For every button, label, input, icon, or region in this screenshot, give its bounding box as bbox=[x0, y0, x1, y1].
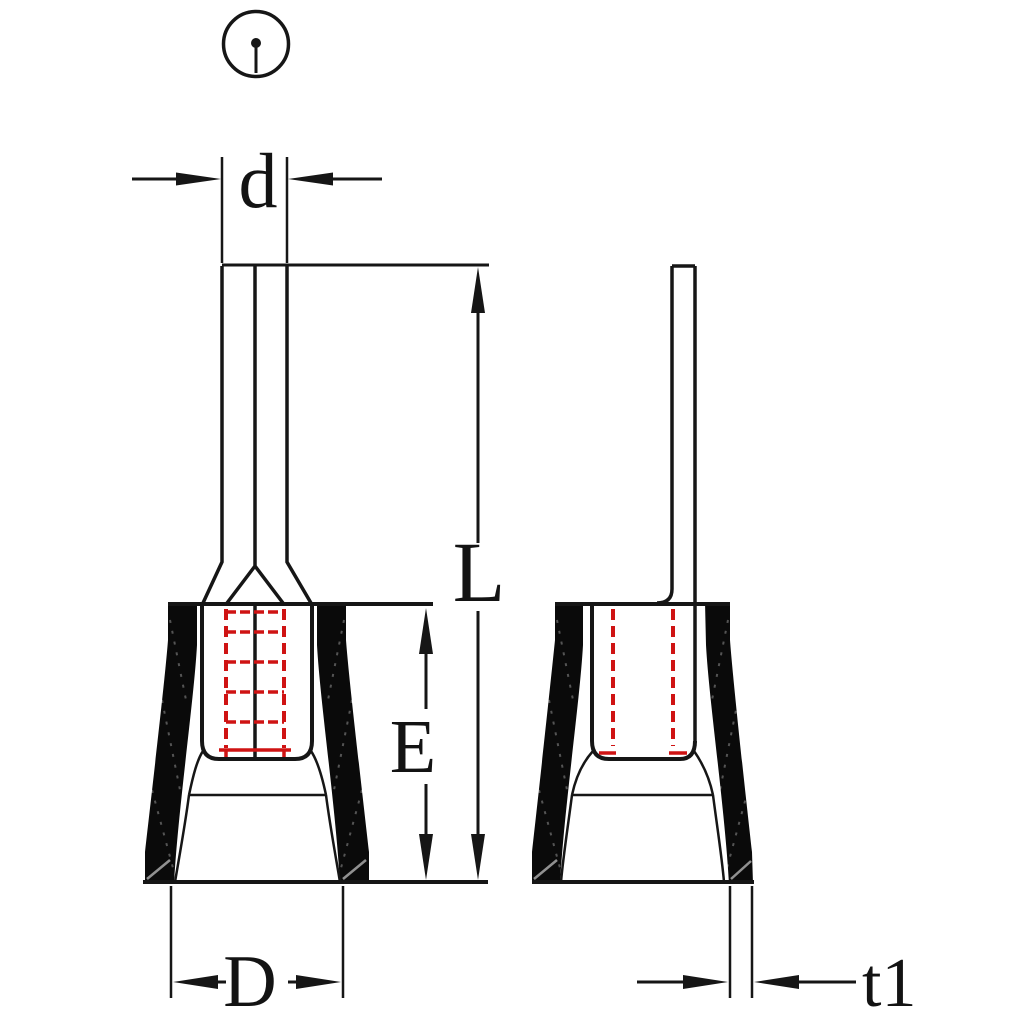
serration-bottom-line bbox=[219, 748, 291, 757]
dimension-D: D bbox=[169, 886, 345, 1023]
dimension-L-top-arrow bbox=[471, 267, 485, 313]
dimension-L-bottom-arrow bbox=[471, 834, 485, 880]
insulation-sleeve-right-section bbox=[317, 602, 369, 884]
dimension-t1-right-arrow bbox=[754, 975, 799, 989]
front-view bbox=[143, 263, 489, 884]
side-view bbox=[532, 264, 754, 884]
dimension-d-label: d bbox=[239, 137, 278, 224]
side-insulation-left-section bbox=[532, 602, 583, 884]
dimension-d-left-arrow bbox=[176, 172, 221, 186]
side-pin-outline bbox=[656, 264, 697, 743]
dimension-L: L bbox=[453, 267, 506, 880]
dimension-L-label: L bbox=[453, 524, 506, 620]
side-insulation-hatch-texture bbox=[538, 619, 749, 869]
dimension-d: d bbox=[132, 137, 382, 263]
front-pin-and-funnel-outline bbox=[201, 266, 313, 605]
dimension-t1: t1 bbox=[637, 886, 916, 1022]
side-insulation-corner-slashes bbox=[533, 859, 752, 880]
dimension-E-bottom-arrow bbox=[419, 834, 433, 880]
dimension-D-label: D bbox=[223, 941, 276, 1023]
dimension-t1-label: t1 bbox=[862, 945, 916, 1022]
dimension-E-label: E bbox=[390, 705, 436, 789]
dimension-D-extension-lines bbox=[169, 886, 345, 998]
side-barrel-outline bbox=[590, 604, 697, 761]
side-sleeve-interior-lines bbox=[559, 750, 726, 883]
side-serration-hidden-lines bbox=[611, 609, 675, 746]
front-sleeve-interior-lines bbox=[173, 750, 342, 883]
dimension-d-right-arrow bbox=[288, 172, 333, 186]
insulation-corner-slashes bbox=[146, 859, 367, 880]
insulation-sleeve-left-section bbox=[145, 602, 197, 884]
insulation-hatch-texture bbox=[151, 619, 363, 869]
dimension-D-left-arrow bbox=[173, 975, 218, 989]
front-crimp-barrel-outline bbox=[200, 604, 314, 761]
dimension-D-right-arrow bbox=[296, 975, 341, 989]
dimension-d-extension-lines bbox=[220, 157, 289, 263]
pin-cross-section-circle bbox=[221, 9, 291, 79]
dimension-t1-extension-lines bbox=[728, 886, 754, 998]
pin-end-view-symbol bbox=[221, 9, 291, 79]
serration-hidden-rungs bbox=[226, 610, 284, 724]
pin-center-dot bbox=[251, 38, 261, 48]
side-insulation-right-section bbox=[705, 602, 753, 884]
dimension-t1-left-arrow bbox=[683, 975, 728, 989]
dimension-E: E bbox=[390, 608, 436, 880]
dimension-E-top-arrow bbox=[419, 608, 433, 654]
